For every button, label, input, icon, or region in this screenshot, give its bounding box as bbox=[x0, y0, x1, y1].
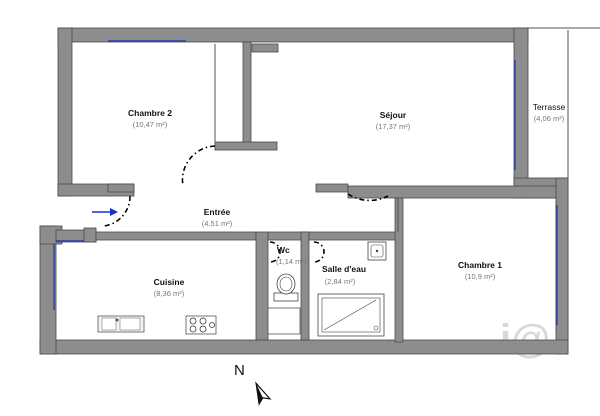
room-name: Cuisine bbox=[154, 277, 185, 287]
doors bbox=[103, 44, 399, 263]
washbasin-icon bbox=[367, 241, 387, 261]
room-terrasse: Terrasse (4,06 m²) bbox=[533, 102, 566, 123]
sink-icon bbox=[97, 315, 145, 333]
door-wc bbox=[269, 241, 281, 263]
entry-arrow bbox=[92, 208, 118, 216]
room-area: (4,51 m²) bbox=[202, 219, 233, 228]
north-arrow-icon bbox=[255, 381, 272, 406]
room-chambre-1: Chambre 1 (10,9 m²) bbox=[458, 260, 502, 281]
door-salle bbox=[313, 241, 325, 263]
toilet-icon bbox=[273, 273, 299, 302]
room-name: Chambre 1 bbox=[458, 260, 502, 270]
cooktop-icon bbox=[185, 315, 217, 335]
windows bbox=[53, 40, 558, 325]
room-sejour: Séjour (17,37 m²) bbox=[376, 110, 411, 131]
wc-cabinet bbox=[267, 307, 301, 335]
door-sejour bbox=[347, 193, 389, 202]
room-name: Wc bbox=[277, 245, 290, 255]
room-cuisine: Cuisine (8,36 m²) bbox=[154, 277, 185, 298]
room-area: (10,47 m²) bbox=[133, 120, 168, 129]
door-chambre2 bbox=[181, 145, 216, 187]
room-chambre-2: Chambre 2 (10,47 m²) bbox=[128, 108, 172, 129]
room-name: Terrasse bbox=[533, 102, 566, 112]
room-salle-deau: Salle d'eau (2,84 m²) bbox=[322, 264, 366, 286]
door-entry bbox=[103, 195, 131, 227]
room-area: (1,14 m²) bbox=[276, 257, 307, 266]
room-area: (10,9 m²) bbox=[465, 272, 496, 281]
room-entree: Entrée (4,51 m²) bbox=[202, 207, 233, 228]
room-wc: Wc (1,14 m²) bbox=[276, 245, 307, 266]
room-name: Entrée bbox=[204, 207, 231, 217]
north-compass: N bbox=[234, 362, 272, 406]
north-label: N bbox=[234, 362, 245, 379]
exterior-walls bbox=[39, 27, 569, 355]
room-area: (17,37 m²) bbox=[376, 122, 411, 131]
room-area: (8,36 m²) bbox=[154, 289, 185, 298]
room-name: Chambre 2 bbox=[128, 108, 172, 118]
room-area: (2,84 m²) bbox=[325, 277, 356, 286]
shower-icon bbox=[317, 293, 385, 337]
fixtures bbox=[97, 241, 387, 337]
room-name: Salle d'eau bbox=[322, 264, 366, 274]
room-name: Séjour bbox=[380, 110, 407, 120]
interior-walls bbox=[83, 41, 557, 343]
room-area: (4,06 m²) bbox=[534, 114, 565, 123]
